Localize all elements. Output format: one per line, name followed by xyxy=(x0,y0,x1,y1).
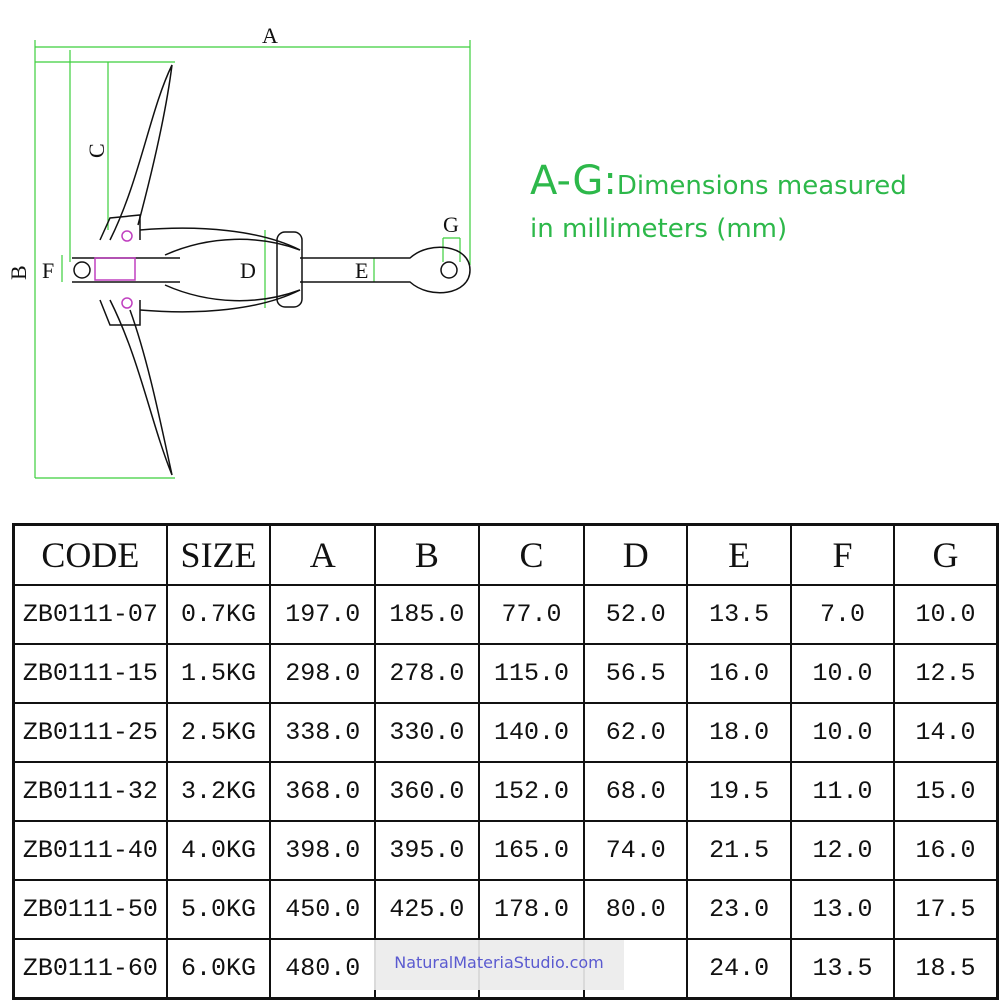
table-cell: 278.0 xyxy=(374,643,480,704)
table-cell: 80.0 xyxy=(583,879,689,940)
table-cell: 13.0 xyxy=(790,879,895,940)
dimension-caption: A-G:Dimensions measured in millimeters (… xyxy=(530,158,907,244)
dimension-label-c: C xyxy=(84,143,109,158)
table-cell: 4.0KG xyxy=(165,820,272,881)
table-cell: 15.0 xyxy=(893,761,999,822)
table-cell: 13.5 xyxy=(790,938,895,1000)
pin-markers xyxy=(94,230,136,309)
table-cell: ZB0111-50 xyxy=(12,879,168,940)
table-cell: 13.5 xyxy=(686,584,793,645)
table-cell: 3.2KG xyxy=(165,761,272,822)
table-cell: ZB0111-40 xyxy=(12,820,168,881)
table-cell: 74.0 xyxy=(583,820,689,881)
table-cell: 480.0 xyxy=(269,938,377,1000)
table-cell: 5.0KG xyxy=(165,879,272,940)
table-cell: 140.0 xyxy=(477,702,586,763)
table-cell: 330.0 xyxy=(374,702,480,763)
table-cell: 10.0 xyxy=(790,702,895,763)
table-cell: 178.0 xyxy=(477,879,586,940)
dimension-label-g: G xyxy=(443,212,459,237)
column-header: SIZE xyxy=(165,523,272,586)
table-cell: 12.0 xyxy=(790,820,895,881)
table-cell: 16.0 xyxy=(893,820,999,881)
table-cell: ZB0111-60 xyxy=(12,938,168,1000)
table-cell: 398.0 xyxy=(269,820,377,881)
dimension-label-f: F xyxy=(42,258,54,283)
table-cell: 18.5 xyxy=(893,938,999,1000)
table-cell: 0.7KG xyxy=(165,584,272,645)
table-cell: 152.0 xyxy=(477,761,586,822)
table-cell: ZB0111-15 xyxy=(12,643,168,704)
caption-prefix: A-G: xyxy=(530,158,617,204)
dimension-label-d: D xyxy=(240,258,256,283)
column-header: CODE xyxy=(12,523,168,586)
table-cell: 7.0 xyxy=(790,584,895,645)
column-header: F xyxy=(790,523,895,586)
column-header: C xyxy=(477,523,586,586)
column-header: G xyxy=(893,523,999,586)
table-cell: 17.5 xyxy=(893,879,999,940)
table-cell: 18.0 xyxy=(686,702,793,763)
table-cell: 6.0KG xyxy=(165,938,272,1000)
column-header: B xyxy=(374,523,480,586)
table-cell: 395.0 xyxy=(374,820,480,881)
table-cell: 1.5KG xyxy=(165,643,272,704)
table-cell: 298.0 xyxy=(269,643,377,704)
anchor-technical-drawing: A B C D E F G xyxy=(6,23,471,479)
dimension-lines xyxy=(34,40,471,479)
table-cell: 12.5 xyxy=(893,643,999,704)
table-cell: ZB0111-25 xyxy=(12,702,168,763)
table-cell: 10.0 xyxy=(790,643,895,704)
dimension-label-b: B xyxy=(6,265,31,280)
anchor-outline xyxy=(72,64,471,476)
table-cell: 56.5 xyxy=(583,643,689,704)
column-header: E xyxy=(686,523,793,586)
dimension-label-e: E xyxy=(355,258,368,283)
table-cell: 10.0 xyxy=(893,584,999,645)
table-cell: 19.5 xyxy=(686,761,793,822)
table-cell: 68.0 xyxy=(583,761,689,822)
table-cell: 24.0 xyxy=(686,938,793,1000)
table-cell: 62.0 xyxy=(583,702,689,763)
table-cell: 2.5KG xyxy=(165,702,272,763)
table-cell: 165.0 xyxy=(477,820,586,881)
table-cell: 338.0 xyxy=(269,702,377,763)
table-cell: 360.0 xyxy=(374,761,480,822)
table-cell: 21.5 xyxy=(686,820,793,881)
column-header: A xyxy=(269,523,377,586)
table-cell: 425.0 xyxy=(374,879,480,940)
table-cell: 368.0 xyxy=(269,761,377,822)
table-cell: 14.0 xyxy=(893,702,999,763)
caption-line-2: in millimeters (mm) xyxy=(530,214,788,244)
column-header: D xyxy=(583,523,689,586)
table-cell: 52.0 xyxy=(583,584,689,645)
table-cell: 23.0 xyxy=(686,879,793,940)
table-cell: 197.0 xyxy=(269,584,377,645)
caption-line-1: Dimensions measured xyxy=(616,171,907,201)
table-cell: 185.0 xyxy=(374,584,480,645)
table-cell: 16.0 xyxy=(686,643,793,704)
dimension-label-a: A xyxy=(262,23,278,48)
table-cell: 115.0 xyxy=(477,643,586,704)
table-cell: 77.0 xyxy=(477,584,586,645)
watermark: NaturalMateriaStudio.com xyxy=(374,940,624,990)
table-cell: ZB0111-07 xyxy=(12,584,168,645)
table-cell: ZB0111-32 xyxy=(12,761,168,822)
table-cell: 11.0 xyxy=(790,761,895,822)
table-cell: 450.0 xyxy=(269,879,377,940)
